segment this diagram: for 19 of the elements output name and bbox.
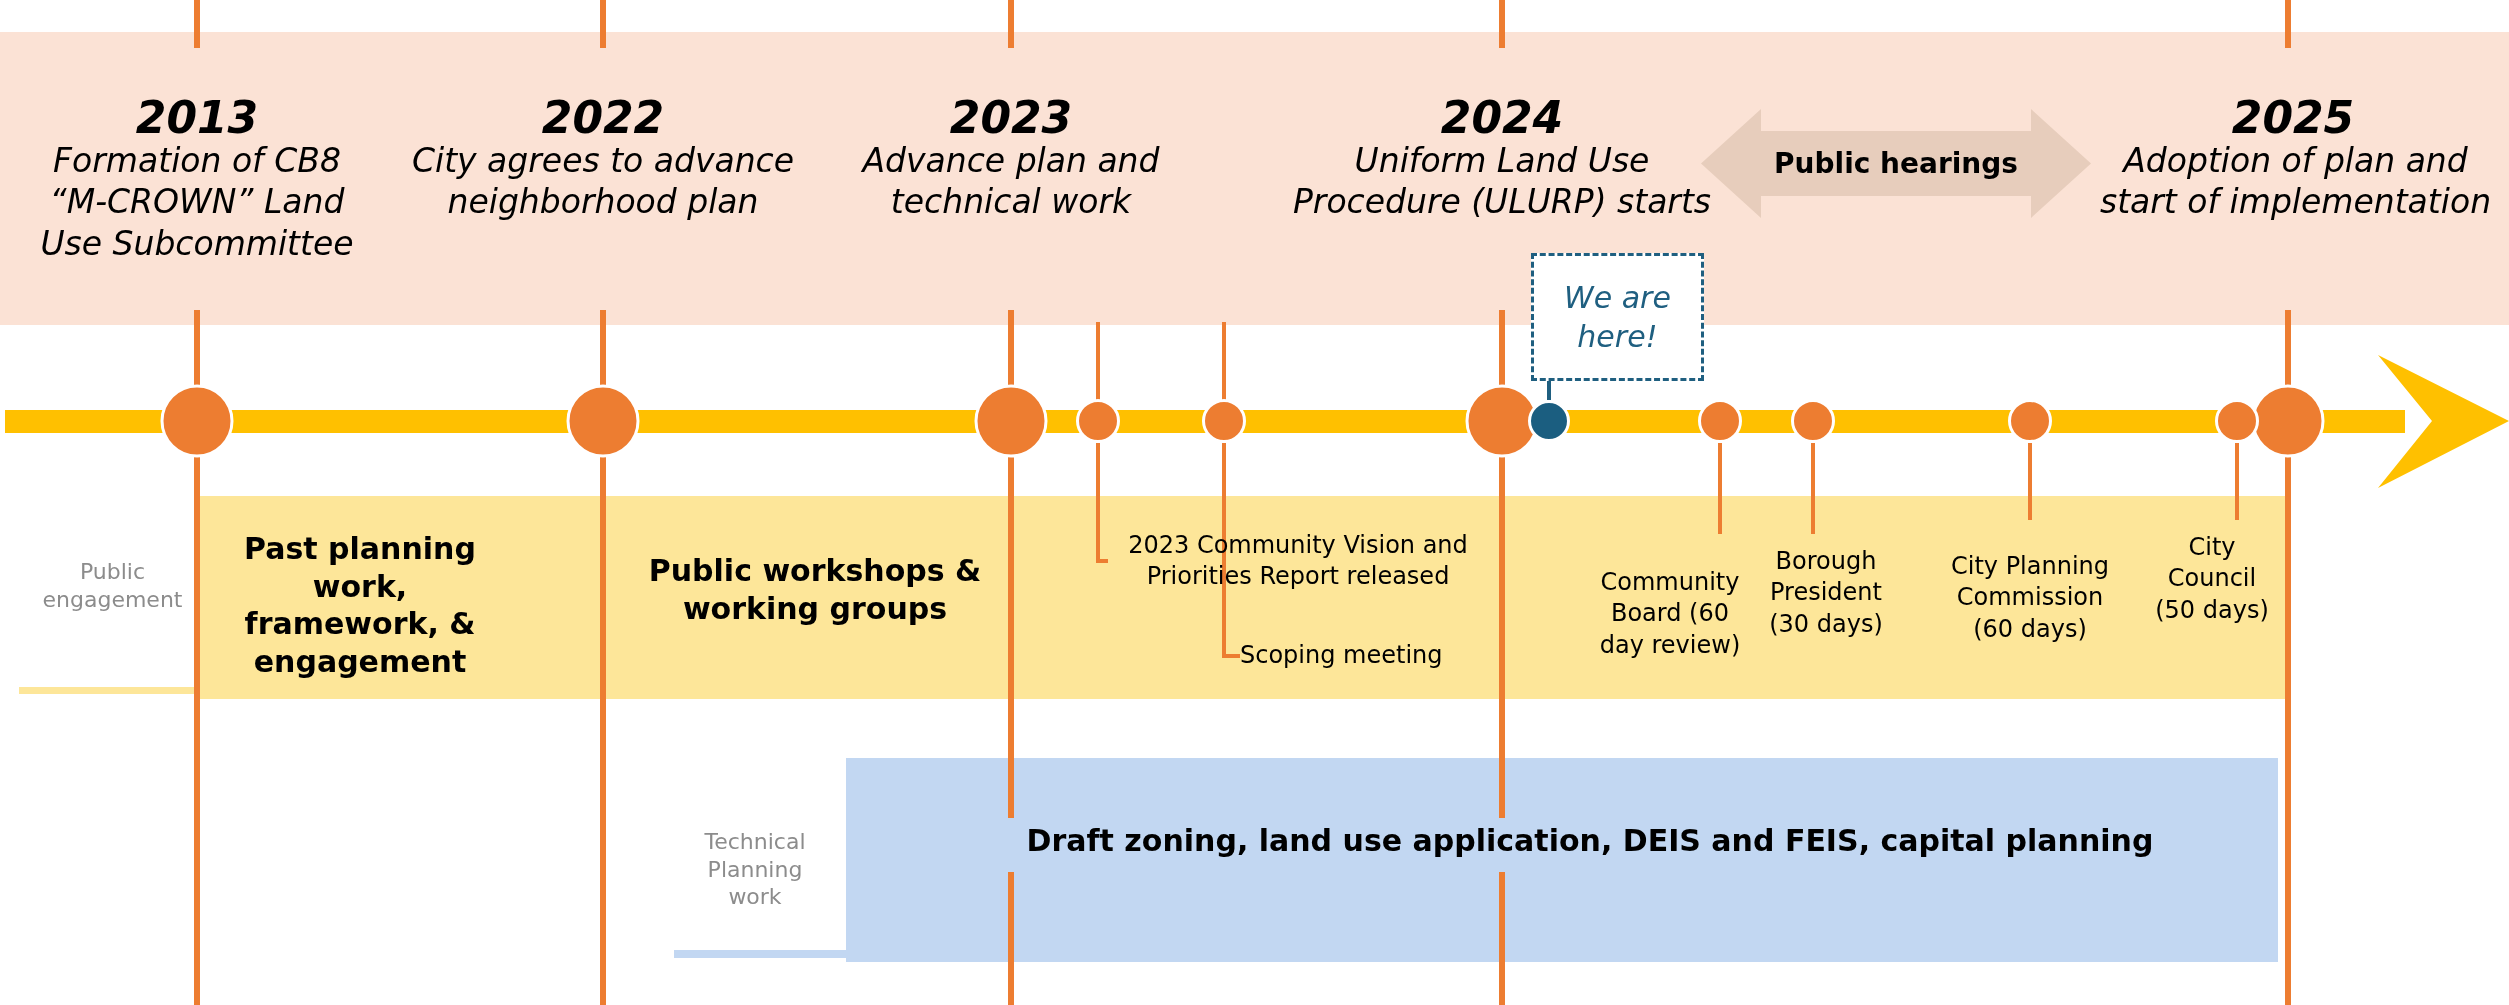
leader-line (2028, 443, 2032, 520)
leader-line (1811, 443, 1815, 534)
row-label: Public engagement (41, 558, 184, 613)
milestone-label: City Council (50 days) (2150, 520, 2274, 638)
leader-line (1547, 381, 1551, 400)
band-label: Draft zoning, land use application, DEIS and FEIS, capital planning (1025, 822, 2155, 860)
milestone-label: Borough President (30 days) (1762, 534, 1890, 652)
band-label: Past planning work, framework, & engagement (243, 530, 477, 680)
leader-line (1718, 443, 1722, 534)
milestone-label: Community Board (60 day review) (1590, 534, 1750, 694)
milestone-label: City Planning Commission (60 days) (1950, 520, 2110, 676)
callout-box: We are here! (1531, 253, 1704, 381)
leader-line (1222, 443, 1240, 658)
milestone-label: Scoping meeting (1240, 638, 1470, 674)
leader-line (2235, 443, 2239, 520)
row-label: Technical Planning work (703, 828, 807, 911)
milestone-label: 2023 Community Vision and Priorities Report released (1108, 524, 1488, 598)
band-label: Public workshops & working groups (647, 552, 983, 627)
leader-line (1096, 443, 1108, 563)
